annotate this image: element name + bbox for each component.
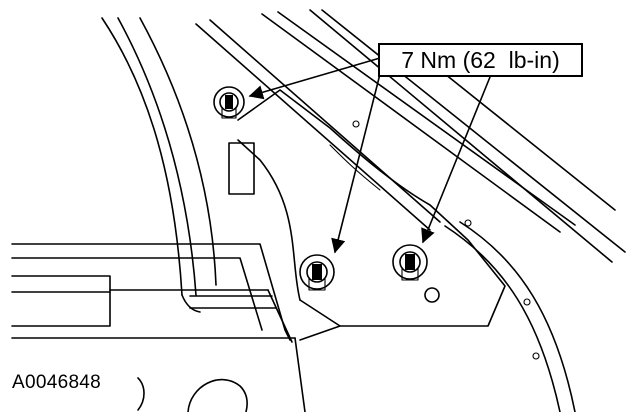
mounting-holes <box>352 120 540 360</box>
rectangular-slot <box>228 142 255 195</box>
pillar-trim <box>101 17 217 313</box>
body-contour <box>444 221 576 412</box>
door-frame-lines <box>195 9 626 263</box>
leader-arrow-lower-middle <box>331 73 381 254</box>
leader-arrows <box>248 57 491 254</box>
bottom-features <box>137 377 248 412</box>
bolt-lower-right-icon <box>392 244 428 281</box>
leader-arrow-lower-right <box>421 76 491 244</box>
bolt-upper-left-icon <box>213 86 245 119</box>
leader-arrow-upper-left <box>248 57 381 100</box>
torque-label: 7 Nm (62 lb-in) <box>401 46 560 73</box>
lower-panels <box>11 243 341 412</box>
torque-callout: 7 Nm (62 lb-in) <box>378 43 583 77</box>
figure-id: A0046848 <box>12 372 102 393</box>
bolt-lower-middle-icon <box>299 254 335 291</box>
bracket-plate <box>237 89 506 327</box>
